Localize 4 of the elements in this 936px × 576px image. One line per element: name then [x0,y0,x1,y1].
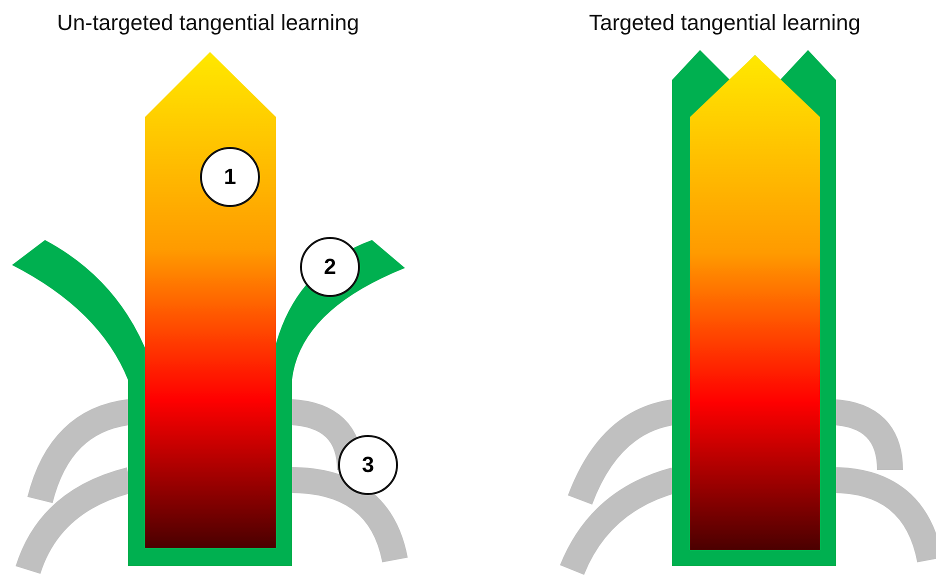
panel-title: Targeted tangential learning [589,10,861,36]
callout-number: 2 [300,237,360,297]
callout-number: 3 [338,435,398,495]
panel-title: Un-targeted tangential learning [57,10,360,36]
